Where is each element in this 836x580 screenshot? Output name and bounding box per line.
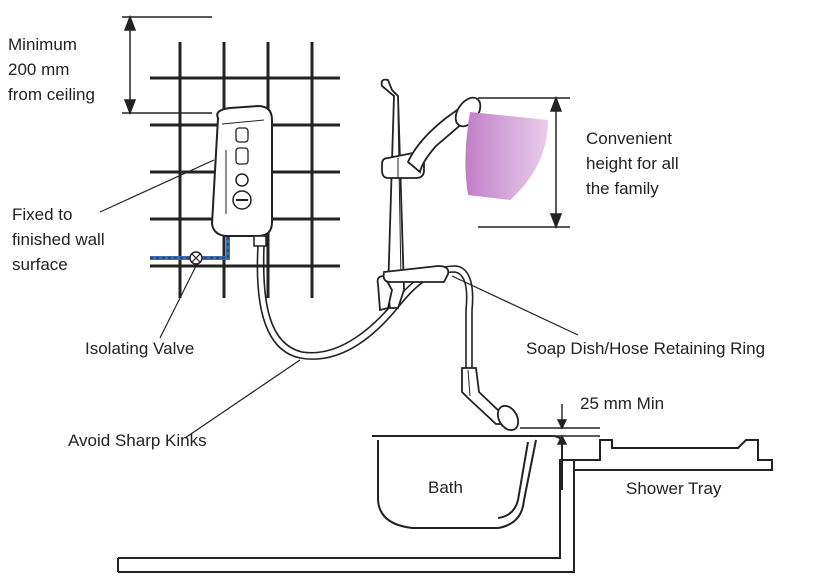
svg-text:from ceiling: from ceiling: [8, 85, 95, 104]
label-bath: Bath: [428, 478, 463, 497]
svg-text:Fixed to: Fixed to: [12, 205, 72, 224]
height-dimension: [478, 95, 570, 230]
svg-text:Minimum: Minimum: [8, 35, 77, 54]
isolating-valve: [189, 251, 203, 265]
ceiling-dimension: [122, 14, 212, 116]
spray-fan: [465, 112, 548, 200]
electric-shower-unit: [210, 104, 273, 247]
svg-text:surface: surface: [12, 255, 68, 274]
soap-dish-ring: [382, 265, 450, 283]
label-convenient-height: Convenient height for all the family: [586, 129, 679, 198]
svg-text:height for all: height for all: [586, 154, 679, 173]
svg-text:the family: the family: [586, 179, 659, 198]
label-shower-tray: Shower Tray: [626, 479, 722, 498]
label-soap-dish: Soap Dish/Hose Retaining Ring: [526, 339, 765, 358]
label-fixed-wall: Fixed to finished wall surface: [12, 205, 105, 274]
label-isolating-valve: Isolating Valve: [85, 339, 194, 358]
label-min-gap: 25 mm Min: [580, 394, 664, 413]
label-min-ceiling: Minimum 200 mm from ceiling: [8, 35, 95, 104]
gap-dimension: [520, 404, 600, 456]
shower-tray: [573, 439, 773, 471]
riser-rail: [376, 78, 405, 312]
bath-tub: [372, 435, 563, 529]
leader-lines: [99, 159, 579, 439]
label-avoid-kinks: Avoid Sharp Kinks: [68, 431, 207, 450]
svg-text:Convenient: Convenient: [586, 129, 672, 148]
shower-handset: [461, 367, 520, 432]
shower-hose: [256, 245, 474, 368]
water-pipe: [150, 228, 230, 260]
svg-text:200 mm: 200 mm: [8, 60, 69, 79]
floor-step: [117, 459, 575, 573]
svg-text:finished wall: finished wall: [12, 230, 105, 249]
